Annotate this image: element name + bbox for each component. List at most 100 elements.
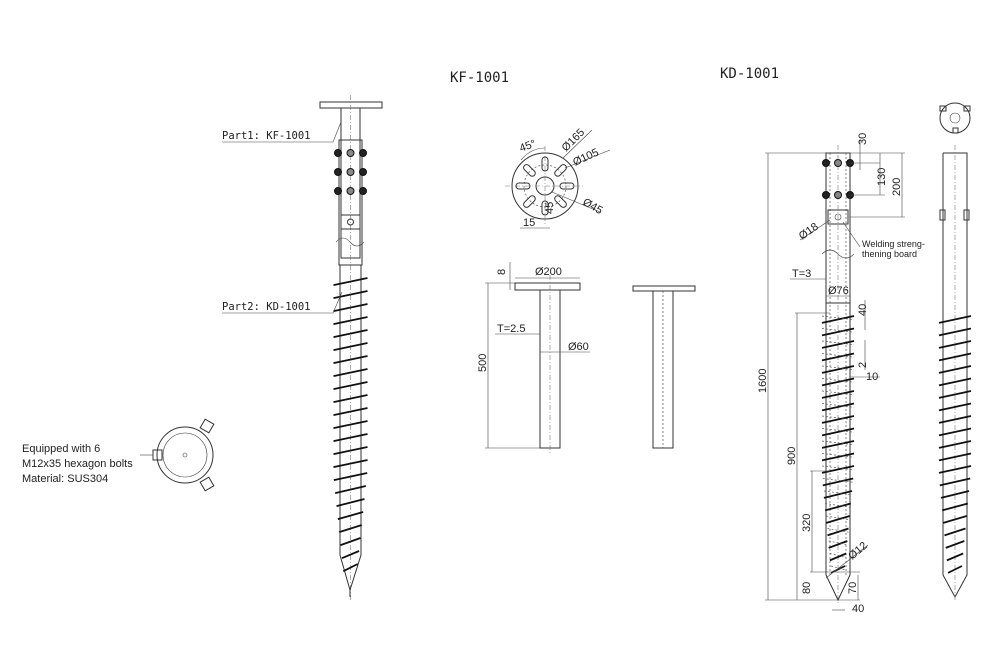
helix-blade bbox=[940, 490, 970, 499]
helix-blade bbox=[333, 407, 368, 417]
bolt-icon bbox=[834, 191, 842, 199]
helix-blade bbox=[938, 452, 972, 462]
flange-slot bbox=[523, 164, 536, 177]
helix-hidden bbox=[823, 490, 853, 496]
helix-hidden bbox=[821, 328, 855, 333]
helix-hidden bbox=[821, 465, 855, 471]
helix-hidden bbox=[821, 440, 855, 446]
bolt-icon bbox=[834, 159, 842, 167]
helix-blade bbox=[938, 465, 972, 474]
dim-tip-40: 40 bbox=[852, 603, 864, 615]
kd1001-front-view bbox=[765, 140, 905, 611]
helix-hidden bbox=[821, 428, 855, 433]
dim-blade-10: 10 bbox=[866, 371, 878, 383]
helix-hidden bbox=[821, 415, 855, 421]
helix-hidden bbox=[821, 340, 855, 346]
helix-hidden bbox=[825, 503, 851, 508]
dim-200: 200 bbox=[891, 178, 903, 196]
helix-blade bbox=[333, 381, 368, 391]
helix-blade bbox=[333, 446, 368, 456]
helix-blade bbox=[946, 552, 964, 562]
helix-blade bbox=[333, 394, 368, 404]
helix-hidden bbox=[830, 565, 846, 571]
helix-hidden bbox=[821, 365, 855, 371]
bolt-icon bbox=[346, 187, 355, 195]
helix-blade bbox=[341, 550, 360, 559]
helix-blade bbox=[821, 390, 855, 399]
helix-blade bbox=[821, 440, 855, 449]
helix-blade bbox=[821, 377, 855, 387]
helix-blade bbox=[333, 290, 368, 300]
dim-tube-diameter: Ø60 bbox=[568, 341, 589, 353]
helix-blade bbox=[941, 502, 969, 512]
dim-slot-length: 45 bbox=[544, 202, 556, 214]
flange-slot bbox=[541, 156, 549, 172]
dim-angle: 45° bbox=[518, 138, 538, 155]
helix-blade bbox=[333, 420, 368, 430]
helix-blade bbox=[824, 502, 852, 512]
helix-blade bbox=[943, 515, 967, 524]
helix-blade bbox=[938, 390, 972, 399]
flange-slot bbox=[523, 195, 536, 208]
helix-blade bbox=[944, 527, 966, 537]
bolt-icon bbox=[334, 187, 342, 195]
welding-label-2: thening board bbox=[862, 249, 917, 259]
helix-blade bbox=[821, 315, 855, 324]
helix-blade bbox=[821, 352, 855, 362]
helix-blade bbox=[938, 440, 972, 449]
helix-blade bbox=[938, 352, 972, 362]
bolt-note-line2: M12x35 hexagon bolts bbox=[22, 458, 133, 470]
kd1001-title: KD-1001 bbox=[720, 66, 779, 82]
helix-blade bbox=[821, 465, 855, 474]
helix-blade bbox=[947, 565, 963, 574]
helix-blade bbox=[821, 452, 855, 462]
helix-hidden bbox=[822, 478, 854, 483]
helix-blade bbox=[829, 552, 847, 562]
helix-blade bbox=[938, 365, 972, 374]
dim-hole-d18: Ø18 bbox=[797, 221, 821, 243]
dim-tube-length: 500 bbox=[477, 354, 489, 372]
flange-slot bbox=[541, 200, 549, 216]
helix-blade bbox=[821, 327, 855, 337]
welding-label-1: Welding streng- bbox=[862, 239, 925, 249]
kf1001-title: KF-1001 bbox=[450, 70, 509, 86]
helix-hidden bbox=[828, 540, 848, 546]
dim-taper-320: 320 bbox=[801, 514, 813, 532]
dim-plate-thickness: 8 bbox=[496, 269, 508, 275]
helix-blade bbox=[821, 415, 855, 424]
helix-blade bbox=[827, 527, 849, 537]
helix-blade bbox=[333, 472, 368, 482]
dim-plate-diameter: Ø200 bbox=[535, 266, 562, 278]
helix-hidden bbox=[821, 403, 855, 408]
dim-spiral-900: 900 bbox=[786, 447, 798, 465]
flange-slot bbox=[559, 182, 575, 190]
flange-slot bbox=[554, 195, 567, 208]
helix-blade bbox=[333, 459, 368, 469]
bolt-icon bbox=[822, 191, 830, 199]
helix-blade bbox=[823, 490, 853, 499]
bolt-icon bbox=[822, 159, 830, 167]
dim-gap-2: 2 bbox=[857, 362, 869, 368]
helix-blade bbox=[821, 340, 855, 349]
helix-blade bbox=[336, 498, 365, 508]
helix-blade bbox=[342, 563, 359, 572]
helix-blade bbox=[938, 340, 972, 349]
helix-blade bbox=[938, 315, 972, 324]
dim-total-1600: 1600 bbox=[757, 369, 769, 393]
bolt-note-line1: Equipped with 6 bbox=[22, 443, 100, 455]
dim-d165: Ø165 bbox=[560, 127, 588, 155]
kf1001-side-view bbox=[485, 262, 696, 455]
flange-slot bbox=[554, 164, 567, 177]
helix-blade bbox=[938, 415, 972, 424]
helix-hidden bbox=[829, 553, 847, 558]
dim-tip-70: 70 bbox=[847, 582, 859, 594]
dim-wall-t3: T=3 bbox=[792, 268, 811, 280]
dim-30: 30 bbox=[857, 133, 869, 145]
helix-blade bbox=[821, 402, 855, 412]
kd1001-side-view bbox=[938, 102, 972, 600]
kf1001-flange-top-view bbox=[505, 129, 611, 229]
helix-hidden bbox=[821, 390, 855, 396]
helix-blade bbox=[821, 427, 855, 437]
helix-hidden bbox=[821, 378, 855, 383]
